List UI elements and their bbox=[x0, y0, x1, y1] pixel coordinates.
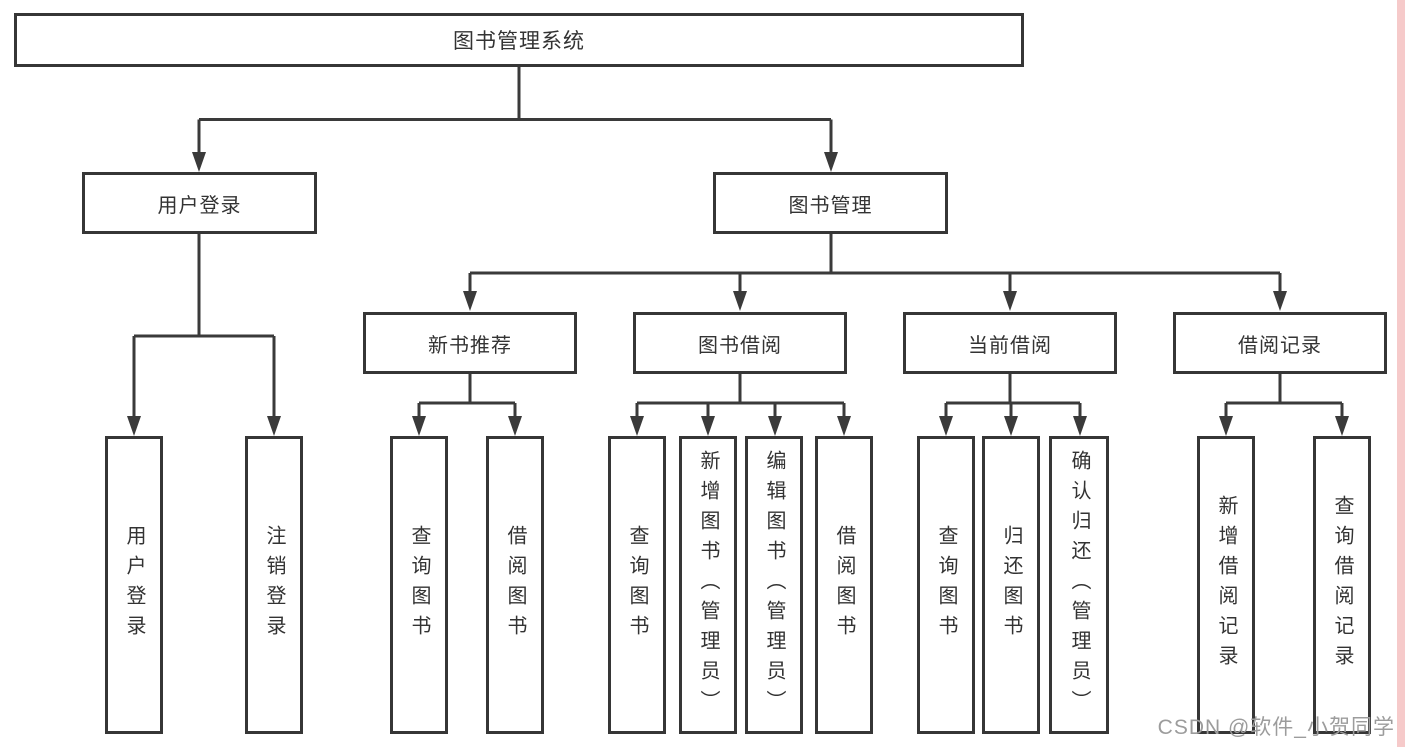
node-label: 查询图书 bbox=[408, 525, 430, 645]
leaf-borrow-books: 借阅图书 bbox=[815, 436, 873, 734]
leaf-query-borrow-record: 查询借阅记录 bbox=[1313, 436, 1371, 734]
node-new-book-recommend: 新书推荐 bbox=[363, 312, 577, 374]
leaf-add-borrow-record: 新增借阅记录 bbox=[1197, 436, 1255, 734]
leaf-edit-book-admin: 编辑图书（管理员） bbox=[745, 436, 803, 734]
node-label: 新增图书（管理员） bbox=[697, 450, 719, 720]
arrowheads bbox=[127, 152, 1349, 436]
node-label: 借阅图书 bbox=[504, 525, 526, 645]
leaf-return-book: 归还图书 bbox=[982, 436, 1040, 734]
node-library-management-system: 图书管理系统 bbox=[14, 13, 1024, 67]
node-label: 查询图书 bbox=[935, 525, 957, 645]
leaf-logout: 注销登录 bbox=[245, 436, 303, 734]
node-label: 编辑图书（管理员） bbox=[763, 450, 785, 720]
edge-level3-stems bbox=[468, 374, 1282, 405]
node-book-management: 图书管理 bbox=[713, 172, 948, 234]
leaf-user-login: 用户登录 bbox=[105, 436, 163, 734]
node-label: 注销登录 bbox=[263, 525, 285, 645]
edge-book-management-children bbox=[468, 234, 1282, 295]
node-current-borrow: 当前借阅 bbox=[903, 312, 1117, 374]
node-label: 借阅图书 bbox=[833, 525, 855, 645]
leaf-add-book-admin: 新增图书（管理员） bbox=[679, 436, 737, 734]
edge-book-borrow-children bbox=[635, 401, 846, 419]
leaf-query-books-borrow: 查询图书 bbox=[608, 436, 666, 734]
node-label: 查询图书 bbox=[626, 525, 648, 645]
edge-current-borrow-children bbox=[944, 401, 1082, 419]
node-book-borrow: 图书借阅 bbox=[633, 312, 847, 374]
node-label: 用户登录 bbox=[123, 525, 145, 645]
edge-borrow-record-children bbox=[1224, 401, 1344, 419]
node-user-login: 用户登录 bbox=[82, 172, 317, 234]
edge-new-book-children bbox=[417, 401, 517, 419]
leaf-query-books-current: 查询图书 bbox=[917, 436, 975, 734]
node-label: 确认归还（管理员） bbox=[1068, 450, 1090, 720]
node-label: 归还图书 bbox=[1000, 525, 1022, 645]
edge-user-login-children bbox=[132, 234, 276, 419]
leaf-borrow-books-recommend: 借阅图书 bbox=[486, 436, 544, 734]
node-borrow-records: 借阅记录 bbox=[1173, 312, 1387, 374]
edge-root-to-level2 bbox=[197, 66, 833, 155]
right-edge-pink-strip bbox=[1397, 0, 1405, 747]
leaf-query-books-recommend: 查询图书 bbox=[390, 436, 448, 734]
node-label: 查询借阅记录 bbox=[1331, 495, 1353, 675]
leaf-confirm-return-admin: 确认归还（管理员） bbox=[1049, 436, 1109, 734]
node-label: 新增借阅记录 bbox=[1215, 495, 1237, 675]
